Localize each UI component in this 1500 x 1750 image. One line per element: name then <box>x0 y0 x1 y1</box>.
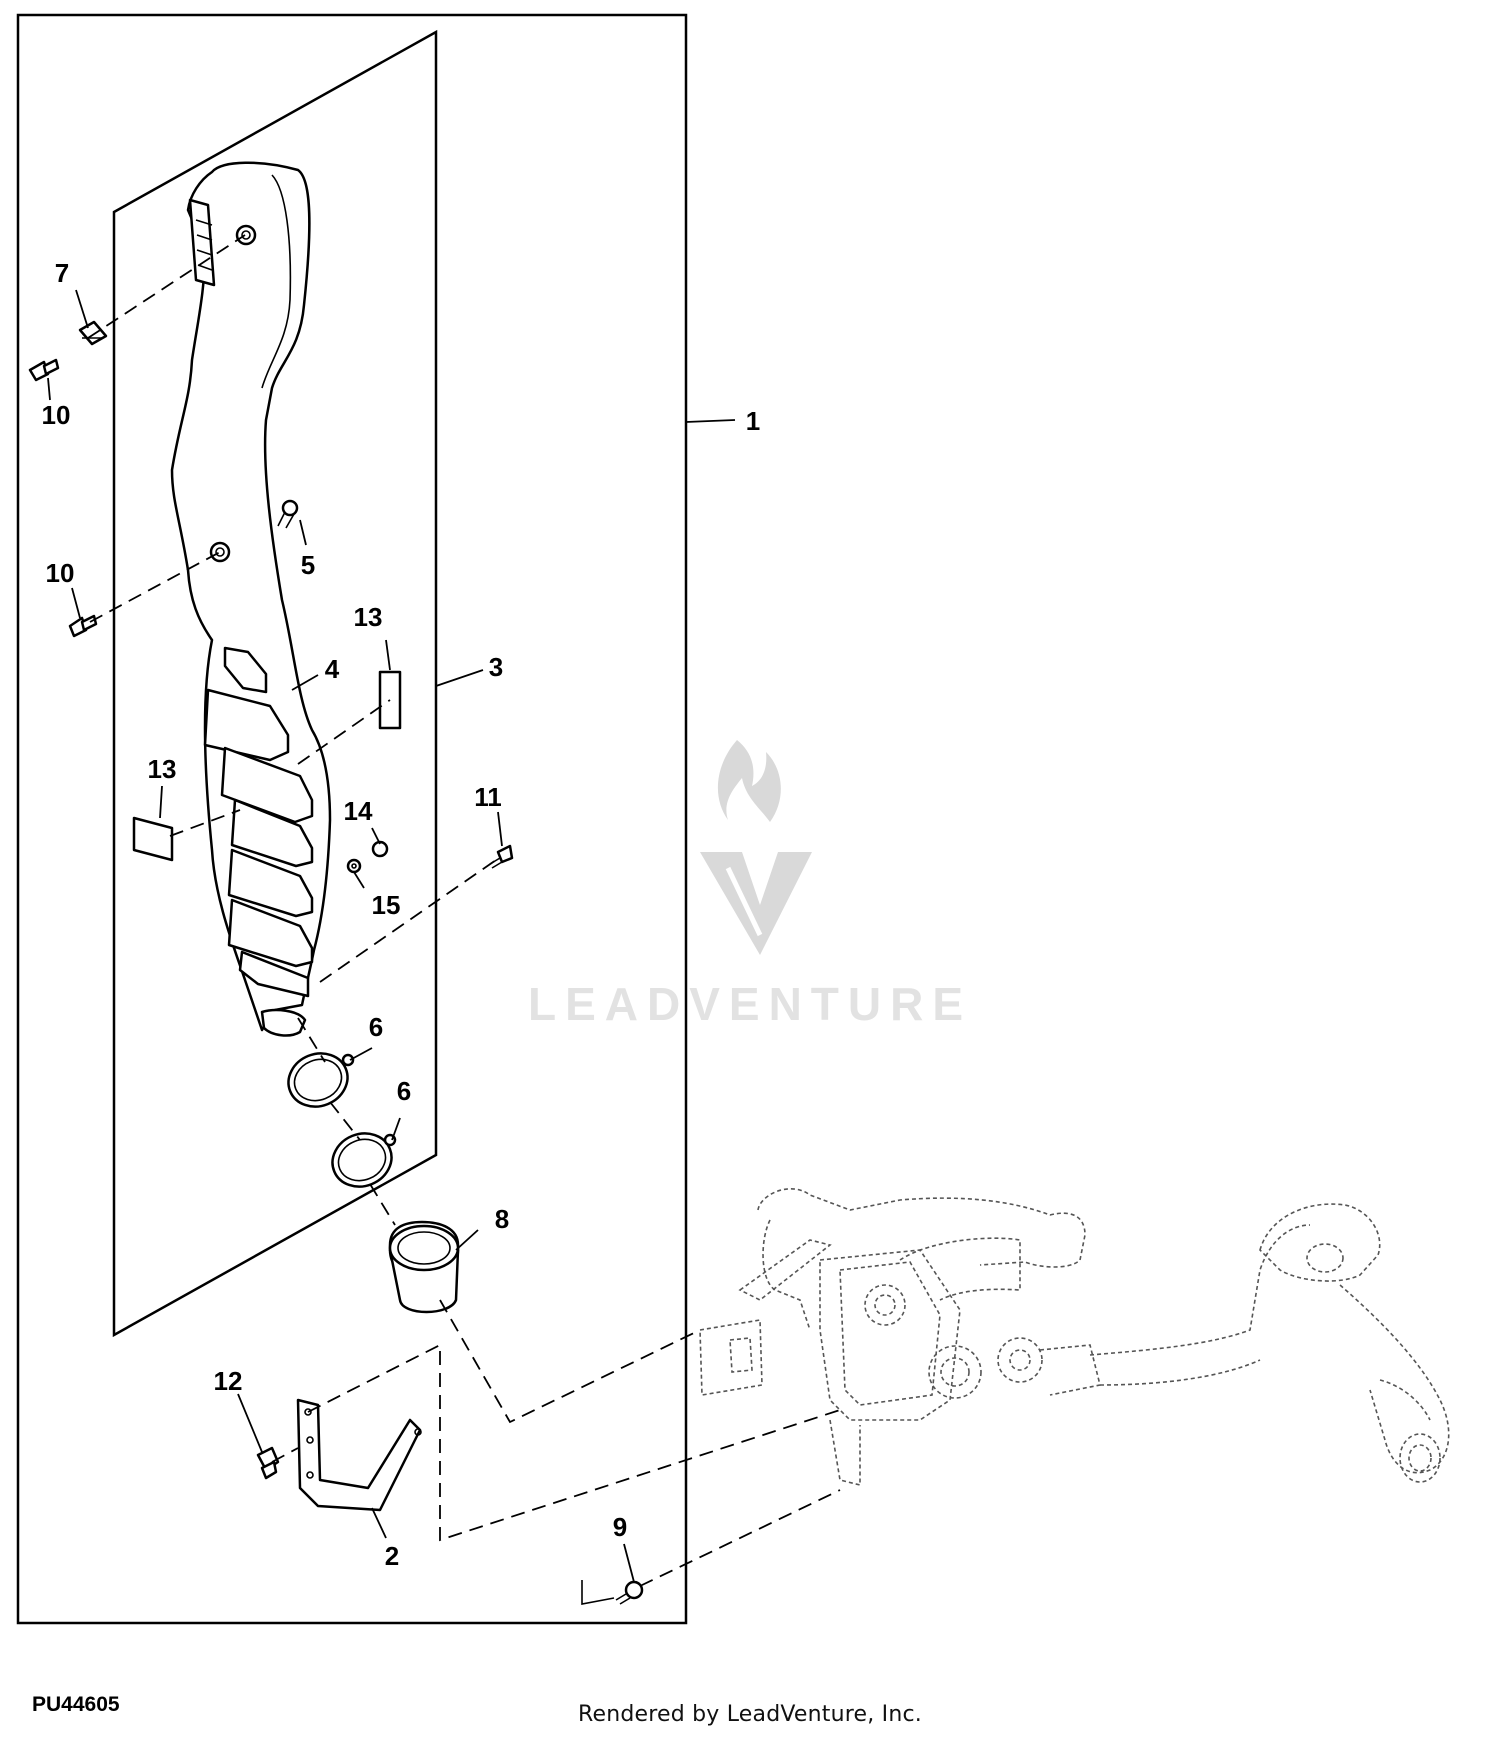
washer-part <box>346 858 362 874</box>
watermark-logo <box>700 740 812 955</box>
callout-13-lower: 13 <box>148 754 177 784</box>
rivet-upper-part <box>28 358 60 382</box>
callout-14: 14 <box>344 796 373 826</box>
alignment-lines <box>87 234 841 1587</box>
callout-3: 3 <box>489 652 503 682</box>
callout-2: 2 <box>385 1541 399 1571</box>
bracket-part <box>296 1398 422 1512</box>
callout-15: 15 <box>372 890 401 920</box>
foam-pad-lower <box>132 816 174 862</box>
assembly-frame <box>16 13 688 1625</box>
callout-11: 11 <box>474 782 502 812</box>
bolt-part <box>489 844 514 869</box>
callout-6-upper: 6 <box>369 1012 383 1042</box>
hose-clamp-upper <box>287 1052 355 1108</box>
callout-7: 7 <box>55 258 69 288</box>
figure-code: PU44605 <box>32 1693 120 1716</box>
screw-part <box>277 499 299 529</box>
engine-assembly-ghost <box>699 1188 1450 1487</box>
footer-credit: Rendered by LeadVenture, Inc. <box>578 1702 922 1727</box>
nut-part <box>371 840 389 858</box>
callout-9: 9 <box>613 1512 627 1542</box>
clip-nut-part <box>256 1446 280 1480</box>
hose-sleeve-part <box>388 1220 460 1314</box>
panel-outline <box>112 29 438 1338</box>
callout-12: 12 <box>214 1366 243 1396</box>
callout-6-lower: 6 <box>397 1076 411 1106</box>
mounting-screw-part <box>581 1580 644 1605</box>
callout-10-upper: 10 <box>42 400 71 430</box>
callout-4: 4 <box>325 654 340 684</box>
callout-5: 5 <box>301 550 315 580</box>
hose-clamp-lower <box>331 1132 397 1188</box>
watermark-text: LEADVENTURE <box>528 978 972 1030</box>
rivet-lower-part <box>68 614 98 638</box>
callout-10-lower: 10 <box>46 558 75 588</box>
spacer-part <box>78 320 108 346</box>
callout-8: 8 <box>495 1204 509 1234</box>
leader-lines <box>47 289 736 1583</box>
callout-1: 1 <box>746 406 760 436</box>
air-duct-part <box>170 161 332 1037</box>
callout-13-upper: 13 <box>354 602 383 632</box>
